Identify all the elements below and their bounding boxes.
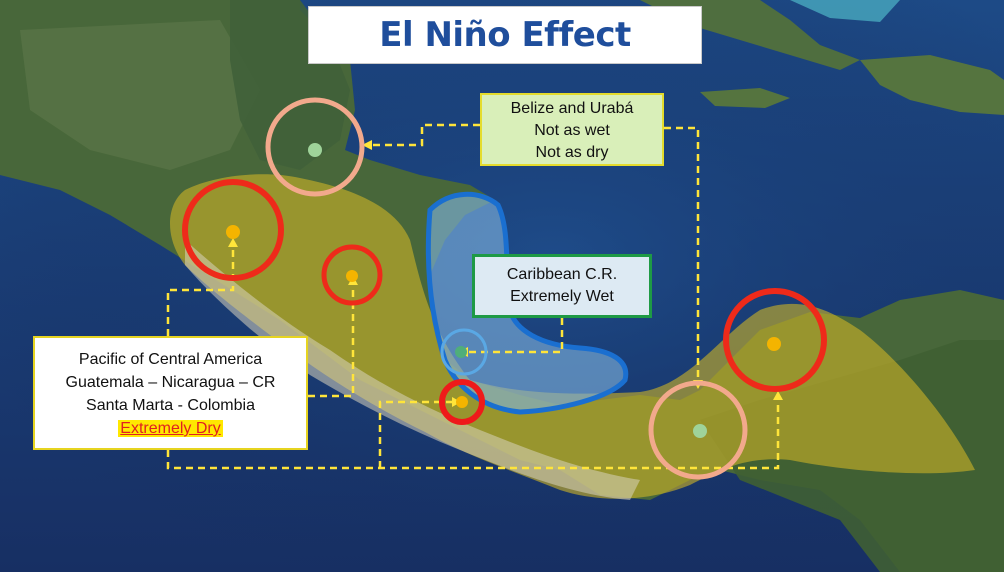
title-banner: El Niño Effect [308, 6, 702, 64]
circle-caribbean-cr [440, 328, 488, 376]
arrowhead-belize [362, 140, 372, 150]
connector-pacific-to-colombia [166, 398, 780, 470]
pacific-callout: Pacific of Central America Guatemala – N… [33, 336, 308, 450]
arrowhead-guatemala [228, 238, 238, 247]
connector-lines [166, 123, 780, 470]
callout-line: Santa Marta - Colombia [86, 397, 255, 414]
callout-line: Caribbean C.R. [506, 266, 618, 283]
marker-pacific-cr [456, 396, 468, 408]
connector-caribbean [466, 318, 564, 354]
marker-belize [308, 143, 322, 157]
callout-line: Extremely Wet [510, 288, 614, 305]
connector-pacific-to-nicaragua [308, 282, 355, 398]
jamaica-island [700, 88, 790, 108]
circle-pacific-cr [439, 379, 485, 425]
page-title: El Niño Effect [379, 15, 631, 55]
marker-caribbean-cr [455, 346, 467, 358]
circle-nicaragua [321, 244, 383, 306]
belize-uraba-callout: Belize and Urabá Not as wet Not as dry [480, 93, 664, 166]
callout-line: Guatemala – Nicaragua – CR [65, 374, 276, 391]
extremely-dry-highlight: Extremely Dry [118, 420, 223, 437]
callout-line: Not as dry [535, 144, 609, 161]
circle-santa-marta [723, 288, 827, 392]
callout-line: Belize and Urabá [510, 100, 634, 117]
arrowhead-colombia [773, 391, 783, 400]
hispaniola-island [860, 55, 1004, 115]
connector-pacific-to-guatemala [166, 245, 235, 336]
callout-line: Not as wet [534, 122, 610, 139]
marker-uraba [693, 424, 707, 438]
marker-nicaragua [346, 270, 358, 282]
circle-uraba [648, 380, 748, 480]
circle-guatemala [182, 179, 284, 281]
circle-belize [265, 97, 365, 197]
highland-shading [20, 20, 260, 170]
connector-mid-to-cr [378, 400, 455, 468]
marker-guatemala [226, 225, 240, 239]
pacific-coastal-tint [185, 240, 640, 500]
caribbean-callout: Caribbean C.R. Extremely Wet [472, 254, 652, 318]
callout-line: Pacific of Central America [78, 351, 263, 368]
bahamas-shallows [790, 0, 900, 22]
marker-santa-marta [767, 337, 781, 351]
connector-belize-left [370, 123, 480, 147]
